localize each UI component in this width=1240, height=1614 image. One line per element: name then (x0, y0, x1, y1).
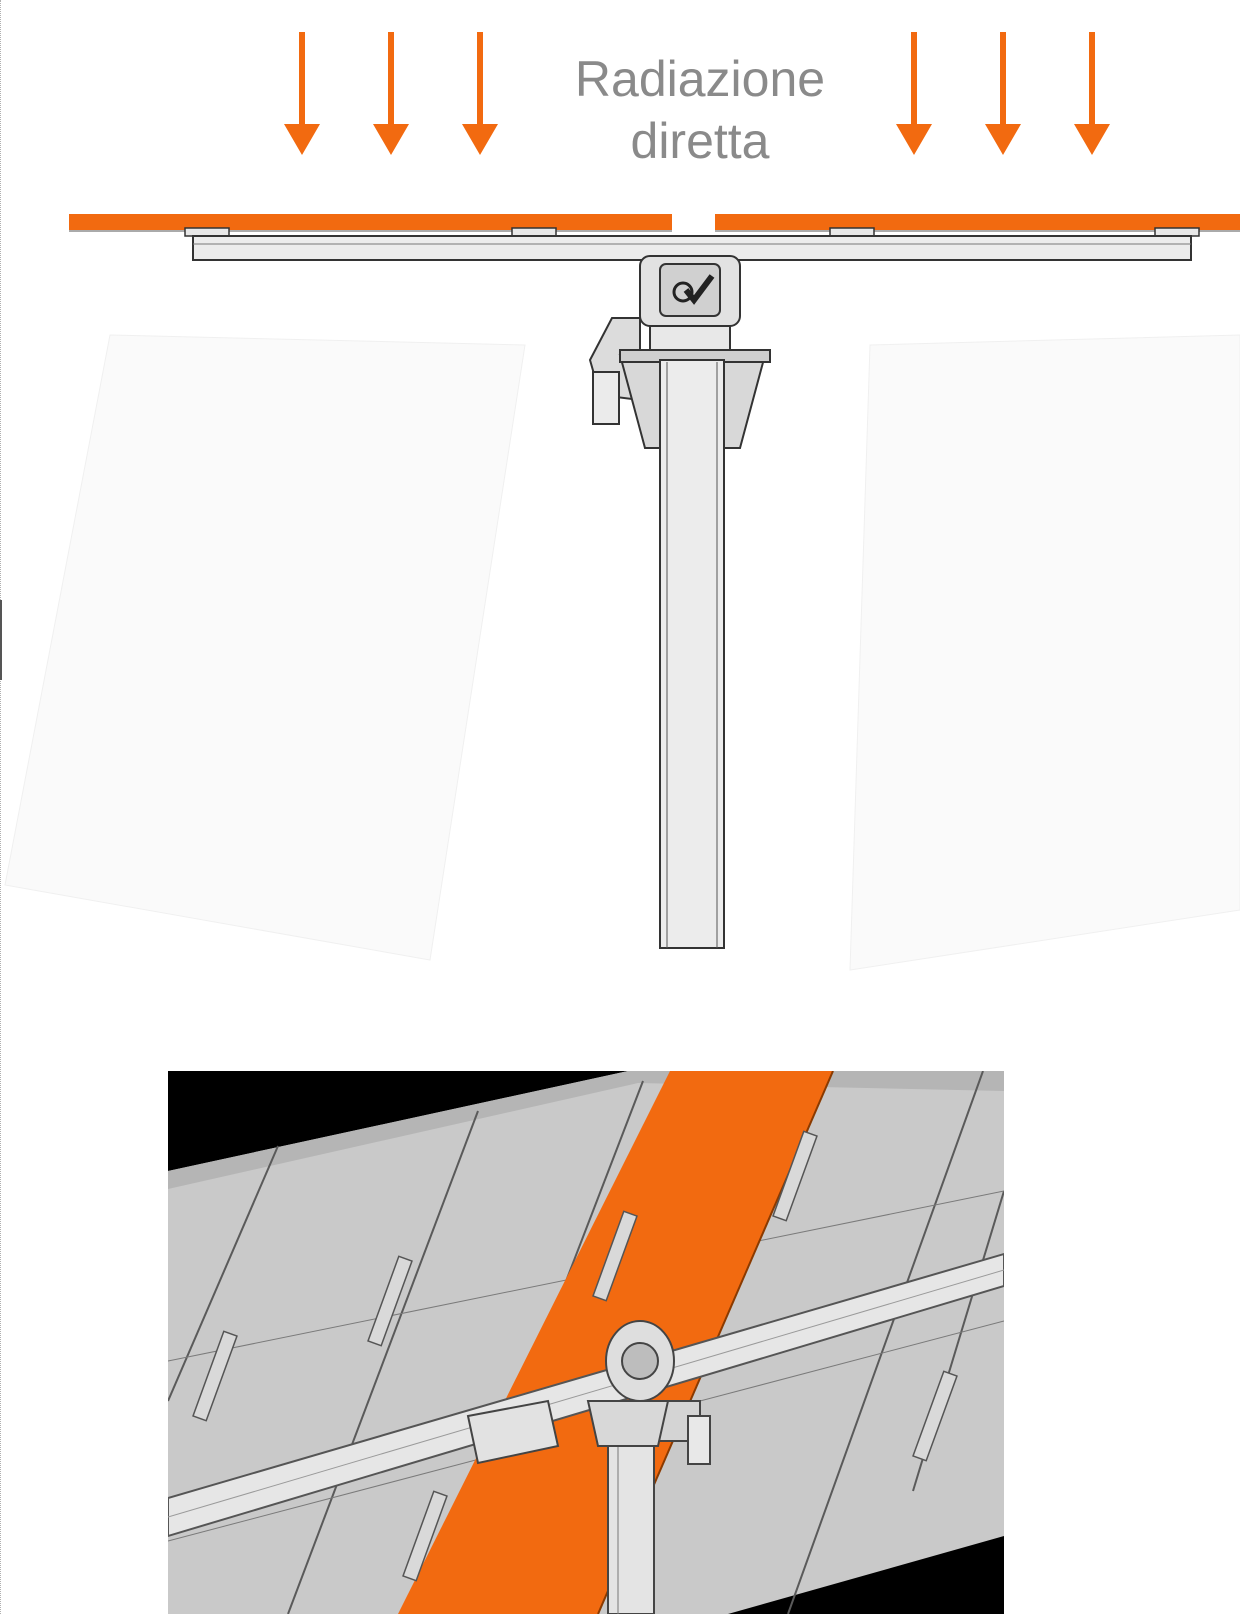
check-logo-icon (672, 274, 715, 305)
torque-tube (168, 1252, 1004, 1538)
caption-line-1: Radiazione (574, 51, 826, 107)
solar-panel-right (715, 214, 1240, 230)
ghost-panel-right (849, 334, 1240, 971)
slew-drive-3d (605, 1320, 711, 1465)
support-post (659, 359, 725, 949)
solar-panel-left (69, 214, 672, 230)
arrow-down-icon (1074, 32, 1110, 155)
ghost-panel-left (4, 334, 526, 961)
arrow-down-icon (896, 32, 932, 155)
tracker-front-view (4, 32, 1240, 971)
page-edge-mark (0, 600, 2, 680)
arrow-down-icon (284, 32, 320, 155)
page-edge-guide (0, 0, 3, 1614)
direct-radiation-label: Radiazione diretta (540, 48, 860, 172)
arrow-down-icon (985, 32, 1021, 155)
support-post-3d (607, 1440, 655, 1614)
sensor-box (466, 1399, 560, 1465)
arrow-down-icon (373, 32, 409, 155)
arrow-down-icon (462, 32, 498, 155)
tracker-render (168, 1071, 1004, 1614)
caption-line-2: diretta (630, 113, 770, 169)
